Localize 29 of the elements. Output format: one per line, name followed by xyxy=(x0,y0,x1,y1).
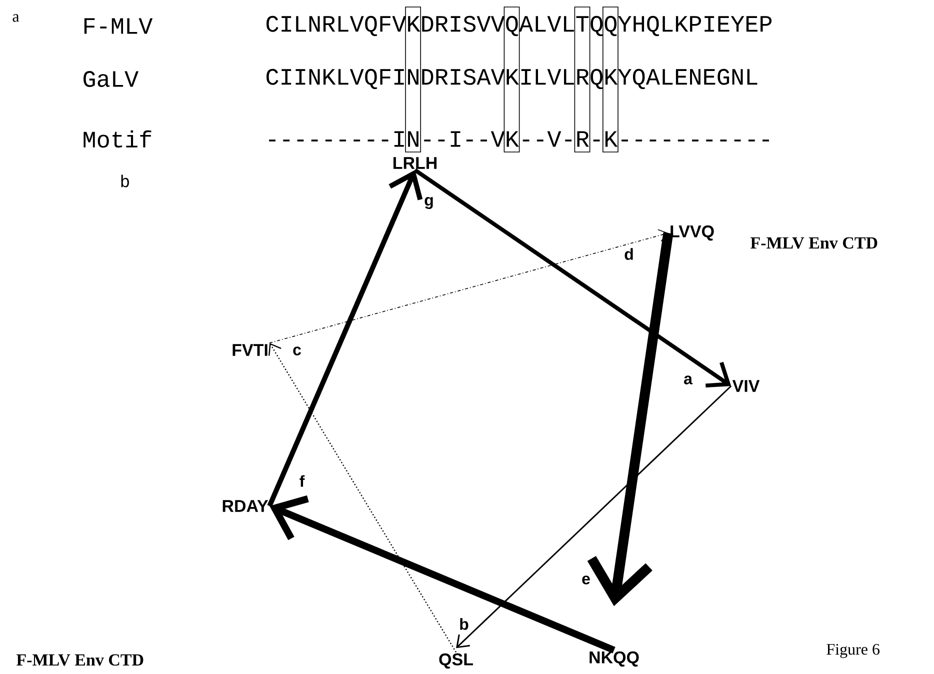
arrow xyxy=(267,170,423,507)
residue-label: LVVQ xyxy=(670,225,714,241)
position-letter: c xyxy=(293,346,301,356)
sequence-name: F-MLV xyxy=(84,18,153,34)
residue-label: FVTI xyxy=(232,344,268,356)
panel-title: F-MLV Env CTD xyxy=(16,654,144,666)
arrow xyxy=(269,229,668,344)
panel-title: F-MLV Env CTD xyxy=(750,237,878,249)
residue-label: NKQQ xyxy=(590,651,639,667)
residue-label: QSL xyxy=(439,653,473,669)
arrow xyxy=(414,168,732,388)
position-letter: d xyxy=(624,248,633,260)
arrow xyxy=(270,495,616,654)
arrow xyxy=(268,342,457,652)
figure-number: Figure 6 xyxy=(826,644,880,658)
residue-label: RDAY xyxy=(222,500,268,512)
position-letter: f xyxy=(300,475,305,487)
sequence-name: GaLV xyxy=(84,71,138,87)
position-letter: e xyxy=(582,576,590,584)
position-letter: g xyxy=(424,197,433,209)
residue-label: VIV xyxy=(732,380,760,392)
sequence-name: Motif xyxy=(84,130,152,148)
residue-label: LRLH xyxy=(394,157,437,169)
arrow xyxy=(587,232,674,606)
panel-letter: a xyxy=(12,14,20,22)
panel-letter: b xyxy=(121,174,129,188)
position-letter: a xyxy=(684,376,693,384)
arrow xyxy=(456,385,732,648)
position-letter: b xyxy=(460,618,468,630)
